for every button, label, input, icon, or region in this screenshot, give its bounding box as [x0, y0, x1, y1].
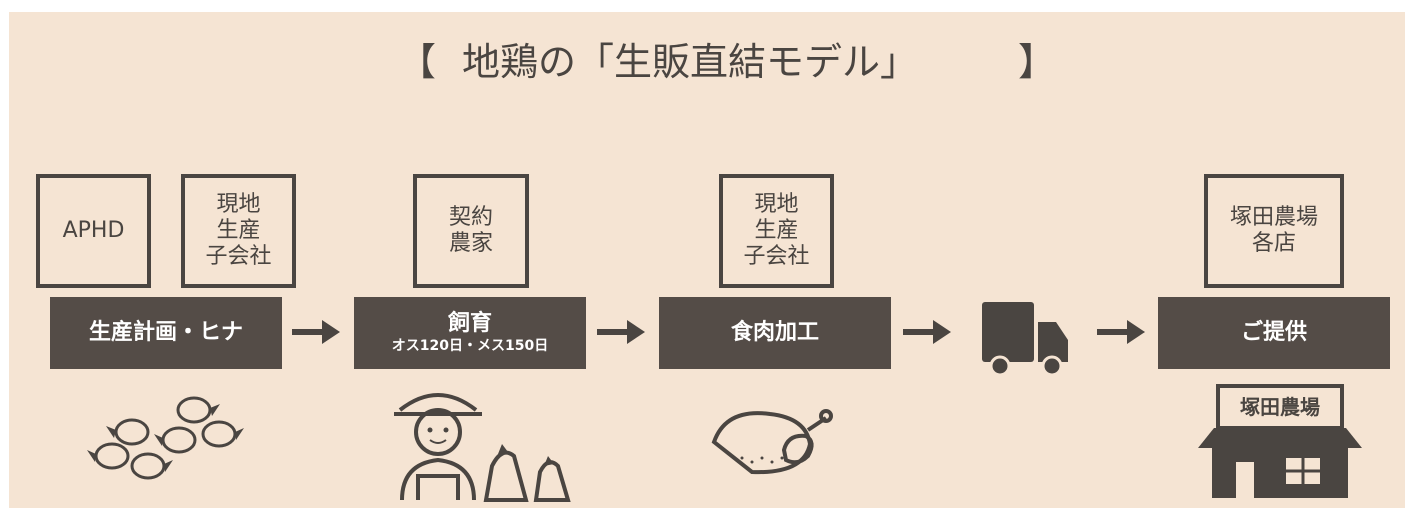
title-text: 地鶏の「生販直結モデル」 [462, 40, 919, 84]
box-line: 現地 [216, 192, 261, 217]
roast-chicken-icon [711, 409, 833, 475]
page-title: 【 地鶏の「生販直結モデル」 】 [0, 34, 1411, 90]
box-line: 各店 [1251, 231, 1296, 256]
title-bracket-open: 【 [398, 40, 437, 84]
arrow-right-icon [1097, 320, 1145, 344]
stage-serving-label: ご提供 [1240, 320, 1307, 345]
title-bracket-close: 】 [1018, 40, 1057, 84]
farmer-with-chickens-icon [394, 393, 571, 502]
stage-raising-label: 飼育 [447, 311, 492, 336]
box-line: 契約 [448, 205, 493, 230]
box-line: 農家 [448, 231, 493, 256]
chicks-icon [87, 396, 244, 480]
box-stores: 塚田農場 各店 [1204, 174, 1344, 288]
box-line: 子会社 [205, 244, 272, 269]
box-aphd-label: APHD [62, 218, 125, 243]
stage-serving: ご提供 [1158, 297, 1390, 369]
box-line: 現地 [754, 192, 799, 217]
stage-processing-label: 食肉加工 [730, 320, 819, 345]
stage-planning-label: 生産計画・ヒナ [88, 320, 243, 345]
box-line: 生産 [754, 218, 799, 243]
stage-processing: 食肉加工 [659, 297, 891, 369]
store-sign-text: 塚田農場 [1240, 395, 1320, 419]
diagram-background [9, 12, 1405, 508]
box-line: 子会社 [743, 244, 810, 269]
box-contract-farmer: 契約 農家 [413, 174, 529, 288]
stage-raising: 飼育 オス120日・メス150日 [354, 297, 586, 369]
arrow-right-icon [597, 320, 645, 344]
box-local-subsidiary-2: 現地 生産 子会社 [719, 174, 834, 288]
box-line: 塚田農場 [1229, 205, 1318, 230]
box-aphd: APHD [36, 174, 151, 288]
box-line: 生産 [216, 218, 261, 243]
arrow-right-icon [292, 320, 340, 344]
delivery-truck-icon [982, 302, 1068, 377]
stage-raising-duration: オス120日・メス150日 [391, 338, 549, 354]
restaurant-storefront-icon: 塚田農場 [1196, 384, 1364, 500]
box-local-subsidiary-1: 現地 生産 子会社 [181, 174, 296, 288]
stage-planning: 生産計画・ヒナ [50, 297, 282, 369]
storefront-graphic [1198, 384, 1362, 498]
arrow-right-icon [903, 320, 951, 344]
